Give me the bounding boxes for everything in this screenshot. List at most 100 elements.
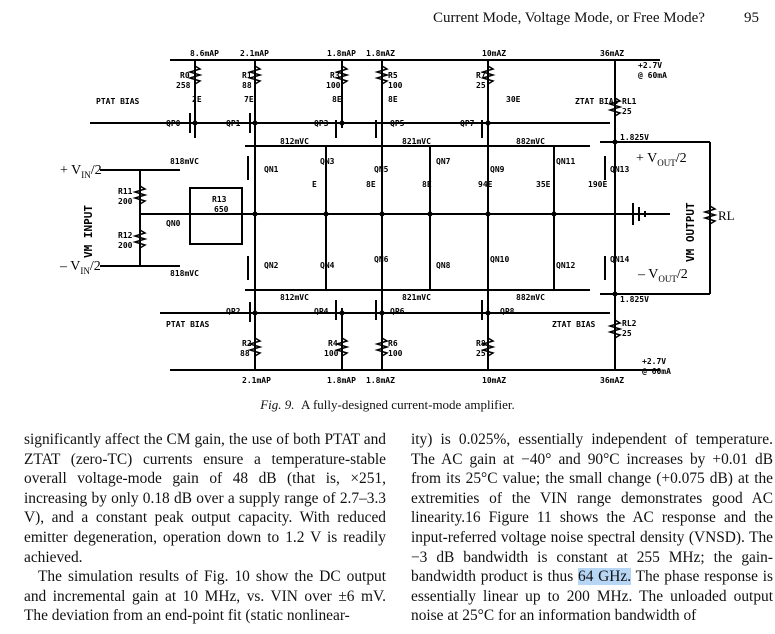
emitter-ratio: 7E bbox=[244, 95, 254, 104]
resistor-label: R12 bbox=[118, 231, 133, 240]
resistor-value: 100 bbox=[388, 81, 403, 90]
current-label: 2.1mAP bbox=[240, 49, 269, 58]
resistor-label: R13 bbox=[212, 195, 227, 204]
current-label: 10mAZ bbox=[482, 376, 506, 385]
emitter-ratio: 8E bbox=[332, 95, 342, 104]
transistor-label: QP2 bbox=[226, 307, 241, 316]
node-voltage: 882mVC bbox=[516, 293, 545, 302]
transistor-label: QN9 bbox=[490, 165, 505, 174]
transistor-label: QN6 bbox=[374, 255, 389, 264]
transistor-label: QN0 bbox=[166, 219, 181, 228]
resistor-value: 100 bbox=[326, 81, 341, 90]
resistor-label: R4 bbox=[328, 339, 338, 348]
current-label: 36mAZ bbox=[600, 49, 624, 58]
current-label: 36mAZ bbox=[600, 376, 624, 385]
figure-label: Fig. 9. bbox=[260, 397, 295, 412]
page-number: 95 bbox=[744, 10, 759, 26]
resistor-value: 100 bbox=[388, 349, 403, 358]
transistor-label: QP3 bbox=[314, 119, 329, 128]
supply-label: +2.7V bbox=[642, 357, 666, 366]
supply-label: @ 60mA bbox=[638, 71, 667, 80]
emitter-ratio: 8E bbox=[388, 95, 398, 104]
text-selection[interactable]: 64 GHz. bbox=[578, 568, 632, 586]
node-voltage: 818mVC bbox=[170, 157, 199, 166]
transistor-label: QN12 bbox=[556, 261, 575, 270]
node-voltage: 1.825V bbox=[620, 133, 649, 142]
transistor-label: QP4 bbox=[314, 307, 329, 316]
emitter-ratio: 2E bbox=[192, 95, 202, 104]
current-label: 8.6mAP bbox=[190, 49, 219, 58]
resistor-label: R1 bbox=[242, 71, 252, 80]
current-label: 2.1mAP bbox=[242, 376, 271, 385]
resistor-label: R3 bbox=[330, 71, 340, 80]
input-plus-label: + VIN/2 bbox=[60, 163, 102, 180]
bias-label: PTAT BIAS bbox=[96, 97, 140, 106]
transistor-label: QN14 bbox=[610, 255, 629, 264]
emitter-ratio: 30E bbox=[506, 95, 521, 104]
input-minus-label: – VIN/2 bbox=[59, 259, 101, 276]
resistor-label: R6 bbox=[388, 339, 398, 348]
resistor-value: 88 bbox=[242, 81, 252, 90]
transistor-label: QP7 bbox=[460, 119, 475, 128]
paragraph: ity) is 0.025%, essentially independent … bbox=[411, 431, 773, 625]
bias-label: PTAT BIAS bbox=[166, 320, 210, 329]
node-voltage: 882mVC bbox=[516, 137, 545, 146]
current-label: 10mAZ bbox=[482, 49, 506, 58]
resistor-label: RL2 bbox=[622, 319, 637, 328]
left-column: significantly affect the CM gain, the us… bbox=[24, 430, 386, 626]
emitter-ratio: 8E bbox=[422, 180, 432, 189]
transistor-label: QP0 bbox=[166, 119, 181, 128]
transistor-label: QN8 bbox=[436, 261, 451, 270]
right-column: ity) is 0.025%, essentially independent … bbox=[411, 430, 773, 626]
node-voltage: 812mVC bbox=[280, 293, 309, 302]
paragraph: significantly affect the CM gain, the us… bbox=[24, 431, 386, 566]
resistor-value: 650 bbox=[214, 205, 229, 214]
resistor-value: 100 bbox=[324, 349, 339, 358]
transistor-label: QP6 bbox=[390, 307, 405, 316]
emitter-ratio: E bbox=[312, 180, 317, 189]
transistor-label: QP1 bbox=[226, 119, 241, 128]
resistor-value: 200 bbox=[118, 241, 133, 250]
transistor-label: QN4 bbox=[320, 261, 335, 270]
resistor-value: 25 bbox=[476, 349, 486, 358]
bias-label: ZTAT BIAS bbox=[552, 320, 596, 329]
resistor-label: R5 bbox=[388, 71, 398, 80]
output-plus-label: + VOUT/2 bbox=[636, 151, 687, 168]
current-label: 1.8mAP bbox=[327, 376, 356, 385]
resistor-label: R2 bbox=[242, 339, 252, 348]
supply-label: @ 60mA bbox=[642, 367, 671, 376]
node-voltage: 821mVC bbox=[402, 137, 431, 146]
resistor-label: RL1 bbox=[622, 97, 637, 106]
circuit-schematic: 8.6mAP 2.1mAP 1.8mAP 1.8mAZ 10mAZ 36mAZ … bbox=[59, 49, 735, 385]
resistor-label: R11 bbox=[118, 187, 133, 196]
emitter-ratio: 190E bbox=[588, 180, 607, 189]
transistor-label: QN5 bbox=[374, 165, 389, 174]
resistor-value: 25 bbox=[476, 81, 486, 90]
bias-label: ZTAT BIAS bbox=[575, 97, 619, 106]
resistor-value: 25 bbox=[622, 329, 632, 338]
node-voltage: 812mVC bbox=[280, 137, 309, 146]
transistor-label: QN10 bbox=[490, 255, 509, 264]
node-voltage: 821mVC bbox=[402, 293, 431, 302]
transistor-label: QN2 bbox=[264, 261, 279, 270]
output-minus-label: – VOUT/2 bbox=[637, 267, 688, 284]
load-resistor-label: RL bbox=[718, 208, 735, 223]
resistor-label: R8 bbox=[476, 339, 486, 348]
current-label: 1.8mAZ bbox=[366, 376, 395, 385]
resistor-value: 88 bbox=[240, 349, 250, 358]
paragraph: The simulation results of Fig. 10 show t… bbox=[24, 568, 386, 625]
transistor-label: QN11 bbox=[556, 157, 575, 166]
node-voltage: 818mVC bbox=[170, 269, 199, 278]
figure-text: A fully-designed current-mode amplifier. bbox=[301, 397, 515, 412]
transistor-label: QN7 bbox=[436, 157, 451, 166]
transistor-label: QN1 bbox=[264, 165, 279, 174]
supply-label: +2.7V bbox=[638, 61, 662, 70]
emitter-ratio: 35E bbox=[536, 180, 551, 189]
resistor-value: 25 bbox=[622, 107, 632, 116]
emitter-ratio: 94E bbox=[478, 180, 493, 189]
node-voltage: 1.825V bbox=[620, 295, 649, 304]
transistor-label: QN3 bbox=[320, 157, 335, 166]
current-label: 1.8mAZ bbox=[366, 49, 395, 58]
transistor-label: QP8 bbox=[500, 307, 515, 316]
figure-caption: Fig. 9. A fully-designed current-mode am… bbox=[0, 397, 775, 413]
